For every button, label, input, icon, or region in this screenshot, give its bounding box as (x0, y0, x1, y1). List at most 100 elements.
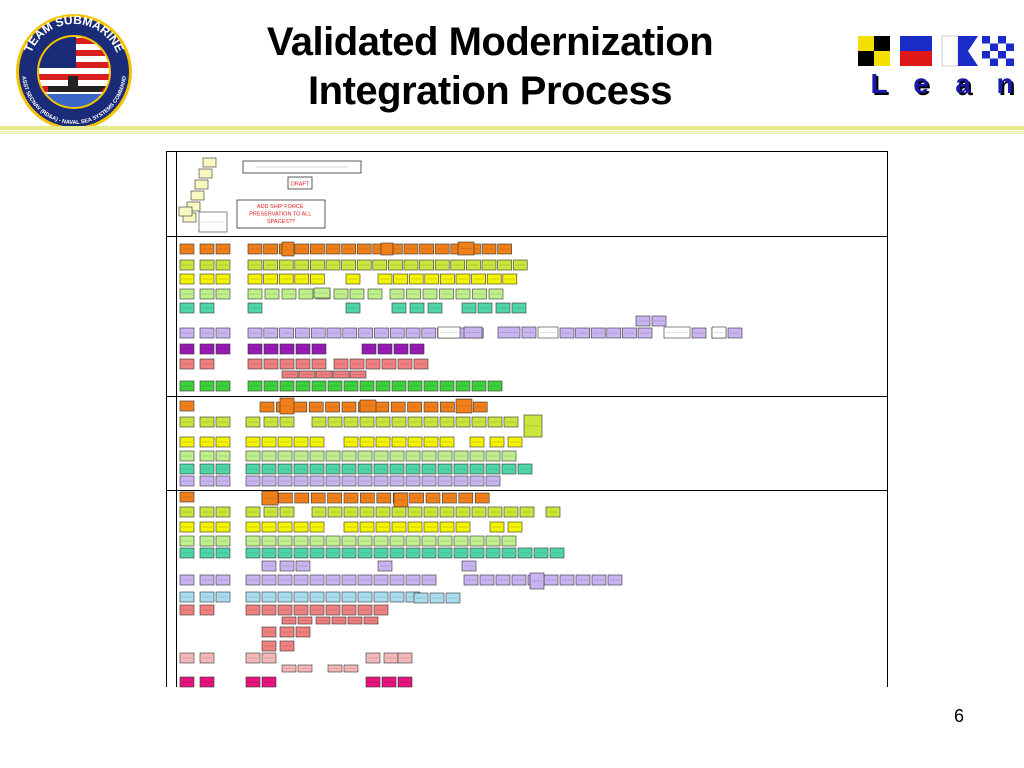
process-step-box (245, 450, 261, 462)
process-step-box (199, 343, 215, 355)
process-step-box (247, 259, 263, 271)
process-step-box (421, 547, 437, 559)
process-step-box (179, 604, 195, 616)
process-step-box (342, 327, 358, 339)
process-step-box (199, 652, 215, 664)
process-step-box (423, 401, 439, 413)
process-step-box (606, 327, 622, 339)
process-step-box (521, 326, 537, 339)
process-step-box (263, 243, 278, 255)
process-step-box (439, 506, 455, 518)
process-step-box (199, 604, 215, 616)
process-step-box (375, 506, 391, 518)
process-step-box (261, 490, 279, 506)
process-step-box (381, 676, 397, 688)
process-step-box (440, 273, 455, 285)
process-step-box (190, 190, 205, 201)
process-step-box (471, 380, 487, 392)
process-step-box (343, 416, 359, 428)
process-step-box (179, 574, 195, 586)
process-step-box (178, 206, 193, 217)
process-step-box (332, 370, 350, 379)
process-step-box (261, 591, 277, 603)
process-step-box (309, 604, 325, 616)
process-step-box (359, 399, 377, 413)
process-step-box (389, 450, 405, 462)
process-step-box (479, 574, 495, 586)
process-step-box (407, 436, 423, 448)
process-step-box (469, 535, 485, 547)
process-step-box (215, 343, 231, 355)
process-step-box (413, 592, 429, 604)
process-step-box (469, 450, 485, 462)
process-step-box (727, 327, 743, 339)
process-step-box (477, 302, 493, 314)
process-step-box (390, 401, 406, 413)
process-step-box (529, 572, 545, 590)
process-step-box (421, 475, 437, 487)
process-step-box (179, 506, 195, 518)
process-step-box (349, 358, 365, 370)
process-step-box (343, 664, 359, 673)
process-step-box (455, 398, 473, 414)
process-step-box (517, 463, 533, 475)
process-step-box (463, 574, 479, 586)
process-step-box (341, 463, 357, 475)
process-step-box (349, 288, 365, 300)
process-step-box (263, 416, 279, 428)
process-step-box (247, 343, 263, 355)
process-step-box (405, 475, 421, 487)
process-step-box (357, 604, 373, 616)
process-step-box (423, 416, 439, 428)
process-step-box (341, 259, 356, 271)
process-step-box (325, 243, 341, 255)
process-step-box (472, 288, 487, 300)
process-step-box (199, 463, 215, 475)
process-step-box (453, 535, 469, 547)
process-step-box (247, 327, 263, 339)
process-step-box (461, 302, 477, 314)
process-step-box (375, 380, 391, 392)
process-step-box (341, 475, 357, 487)
process-step-box (391, 436, 407, 448)
process-step-box (179, 380, 195, 392)
process-step-box (295, 560, 311, 572)
process-step-box (409, 492, 424, 504)
process-step-box (247, 273, 263, 285)
process-step-box (388, 259, 403, 271)
process-step-box (439, 380, 455, 392)
process-step-box (297, 616, 313, 625)
process-step-box (455, 288, 471, 300)
process-step-box (389, 547, 405, 559)
process-step-box (537, 326, 559, 339)
process-step-box (488, 288, 504, 300)
process-step-box (377, 343, 393, 355)
process-step-box (293, 591, 309, 603)
process-step-box (474, 492, 490, 504)
process-step-box (199, 327, 215, 339)
process-step-box (343, 506, 359, 518)
process-step-box (357, 591, 373, 603)
process-step-box (277, 450, 293, 462)
process-step-box (343, 492, 359, 504)
process-step-box (199, 547, 215, 559)
process-step-box (333, 358, 349, 370)
process-step-box (279, 416, 295, 428)
process-step-box (293, 574, 309, 586)
process-step-box (377, 560, 393, 572)
process-step-box (437, 450, 453, 462)
process-step-box (439, 436, 455, 448)
process-step-box (391, 380, 407, 392)
process-step-box (215, 273, 231, 285)
process-step-box (507, 521, 523, 533)
note-box (236, 199, 326, 229)
process-step-box (325, 450, 341, 462)
process-step-box (179, 547, 195, 559)
process-diagram: DRAFT ADD SHIP FORCE PRESERVATION TO ALL… (166, 151, 888, 689)
process-step-box (199, 358, 215, 370)
process-step-box (407, 401, 422, 413)
process-step-box (295, 380, 311, 392)
process-step-box (294, 492, 310, 504)
process-step-box (309, 463, 325, 475)
process-step-box (458, 492, 474, 504)
